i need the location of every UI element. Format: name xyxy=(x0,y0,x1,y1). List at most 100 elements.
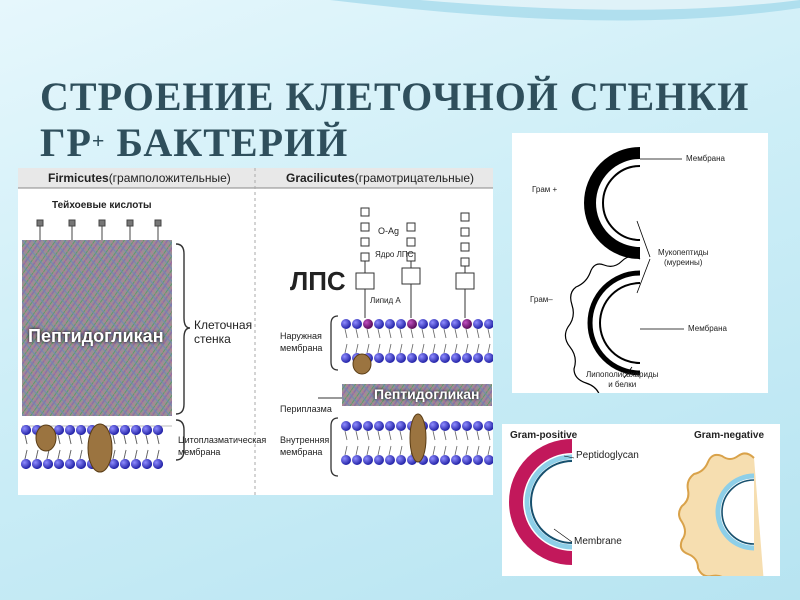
outer-membrane-lipid-head xyxy=(341,319,351,329)
outer-membrane-lipid-tail xyxy=(476,328,480,339)
outer-membrane-lipid-head xyxy=(440,319,450,329)
peptidoglycan-en-label: Peptidoglycan xyxy=(576,450,639,461)
inner-membrane-lipid-tail xyxy=(366,445,370,456)
inner-membrane-lipid-head xyxy=(451,455,461,465)
outer-membrane-lipid-tail xyxy=(344,343,348,354)
outer-membrane-lipid-head xyxy=(396,353,406,363)
outer-membrane-lipid-head xyxy=(341,353,351,363)
gram-pos-membrane-upper-lipid-head xyxy=(153,425,163,435)
gram-pos-membrane-upper-lipid-tail xyxy=(68,434,72,445)
inner-membrane-lipid-tail xyxy=(454,430,458,441)
gram-pos-membrane-upper-lipid-tail xyxy=(112,449,116,460)
title-superscript: + xyxy=(91,128,106,153)
gram-pos-membrane-upper-lipid-head xyxy=(131,459,141,469)
lps-proteins-label: Липополисахариды и белки xyxy=(586,370,659,389)
gram-pos-membrane-upper-lipid-head xyxy=(131,425,141,435)
firmicutes-label: Firmicutes xyxy=(48,171,109,185)
outer-membrane-lipid-tail xyxy=(487,328,491,339)
inner-membrane-lipid-tail xyxy=(355,430,359,441)
gram-pos-membrane-upper-lipid-tail xyxy=(46,449,50,460)
outer-membrane-lipid-tail xyxy=(410,343,414,354)
outer-membrane-lipid-tail xyxy=(388,343,392,354)
outer-membrane-lipid-tail xyxy=(421,328,425,339)
inner-membrane-lipid-head xyxy=(363,455,373,465)
membrane-protein xyxy=(352,353,372,375)
outer-membrane-lipid-tail xyxy=(465,343,469,354)
membrane-en-label: Membrane xyxy=(574,536,622,547)
gram-pos-membrane-upper-lipid-tail xyxy=(57,449,61,460)
cytoplasmic-membrane-label: Цитоплазматическая мембрана xyxy=(178,435,267,457)
inner-membrane-lipid-head xyxy=(462,421,472,431)
inner-membrane-lipid-tail xyxy=(476,430,480,441)
gram-pos-membrane-upper-lipid-tail xyxy=(134,434,138,445)
gracilicutes-label: Gracilicutes xyxy=(286,171,355,185)
outer-membrane-lipid-head xyxy=(418,353,428,363)
gram-pos-membrane-upper-lipid-tail xyxy=(24,449,28,460)
inner-membrane-lipid-head xyxy=(440,421,450,431)
gram-pos-membrane-upper-lipid-head xyxy=(76,459,86,469)
outer-membrane-lipid-tail xyxy=(454,343,458,354)
inner-membrane-lipid-head xyxy=(352,421,362,431)
periplasm-label: Периплазма xyxy=(280,404,332,414)
outer-membrane-lipid-tail xyxy=(344,328,348,339)
inner-membrane-lipid-tail xyxy=(399,430,403,441)
outer-membrane-lipid-head xyxy=(462,353,472,363)
lps-label: ЛПС xyxy=(290,266,346,296)
inner-membrane-lipid-head xyxy=(363,421,373,431)
outer-membrane-lipid-head xyxy=(396,319,406,329)
outer-membrane-lipid-tail xyxy=(388,328,392,339)
outer-membrane-lipid-tail xyxy=(432,343,436,354)
inner-membrane-lipid-head xyxy=(484,455,493,465)
outer-membrane-lipid-tail xyxy=(443,328,447,339)
outer-membrane-lipid-head xyxy=(418,319,428,329)
inner-membrane-lipid-head xyxy=(396,455,406,465)
inner-membrane-lipid-tail xyxy=(355,445,359,456)
title-line-1: СТРОЕНИЕ КЛЕТОЧНОЙ СТЕНКИ xyxy=(40,74,750,119)
gracilicutes-desc: (грамотрицательные) xyxy=(354,171,475,185)
peptidoglycan-label-gram-neg: Пептидогликан xyxy=(374,386,480,402)
firmicutes-header: Firmicutes(грамположительные) xyxy=(48,171,231,185)
inner-membrane-lipid-head xyxy=(374,455,384,465)
gram-pos-membrane-upper-lipid-tail xyxy=(156,434,160,445)
cell-wall-label: Клеточная стенка xyxy=(194,318,253,346)
gram-positive-ru-label: Грам + xyxy=(532,185,558,194)
gram-stain-schematic: Грам + Грам– Мембрана Мукопептиды (муреи… xyxy=(512,133,768,393)
inner-membrane-lipid-tail xyxy=(432,445,436,456)
gram-pos-membrane-upper-lipid-head xyxy=(21,425,31,435)
inner-membrane-lipid-tail xyxy=(476,445,480,456)
o-antigen-label: О-Аg xyxy=(378,226,400,236)
outer-membrane-lipid-head xyxy=(429,319,439,329)
gram-pos-membrane-upper-lipid-tail xyxy=(123,449,127,460)
outer-membrane-lipid-tail xyxy=(377,343,381,354)
gram-pos-membrane-upper-lipid-tail xyxy=(123,434,127,445)
outer-membrane-lipid-head xyxy=(385,319,395,329)
gram-pos-membrane-upper-lipid-head xyxy=(109,425,119,435)
inner-membrane-lipid-head xyxy=(484,421,493,431)
inner-membrane-lipid-tail xyxy=(388,445,392,456)
membrane-protein xyxy=(409,413,427,463)
title-line-2-suffix: БАКТЕРИЙ xyxy=(105,120,349,165)
gram-pos-membrane-upper-lipid-tail xyxy=(68,449,72,460)
gram-pos-membrane-upper-lipid-tail xyxy=(24,434,28,445)
inner-membrane-lipid-tail xyxy=(377,445,381,456)
inner-membrane-label: Внутренняя мембрана xyxy=(280,435,330,457)
membrane-label-bottom: Мембрана xyxy=(688,324,727,333)
inner-membrane-lipid-tail xyxy=(388,430,392,441)
membrane-lipids xyxy=(21,319,493,473)
outer-membrane-lipid-head xyxy=(484,319,493,329)
inner-membrane-lipid-head xyxy=(352,455,362,465)
gram-negative-ru-label: Грам– xyxy=(530,295,553,304)
title-line-2-prefix: ГР xyxy=(40,120,92,165)
slide-title: СТРОЕНИЕ КЛЕТОЧНОЙ СТЕНКИ ГР+ БАКТЕРИЙ xyxy=(40,74,749,166)
firmicutes-desc: (грамположительные) xyxy=(108,171,231,185)
outer-membrane-lipid-head xyxy=(451,319,461,329)
gram-envelope-illustration: Gram-positive Gram-negative Peptidoglyca… xyxy=(502,424,780,576)
inner-membrane-lipid-tail xyxy=(443,430,447,441)
inner-membrane-lipid-head xyxy=(396,421,406,431)
gram-stain-drawing xyxy=(564,147,684,393)
outer-membrane-lipid-tail xyxy=(410,328,414,339)
inner-membrane-lipid-tail xyxy=(344,445,348,456)
outer-membrane-lipid-tail xyxy=(476,343,480,354)
gracilicutes-header: Gracilicutes(грамотрицательные) xyxy=(286,171,474,185)
gram-pos-membrane-upper-lipid-head xyxy=(109,459,119,469)
